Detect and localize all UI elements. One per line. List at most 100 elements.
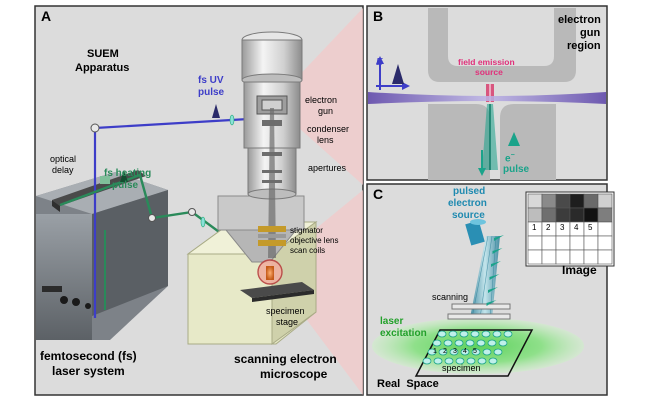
fs-uv-label-2: pulse — [198, 87, 225, 98]
image-grid-cell — [597, 235, 613, 251]
image-grid-cell — [555, 235, 571, 251]
specimen-dot — [454, 339, 464, 347]
pulse-marker — [491, 261, 501, 267]
image-grid-cell — [597, 249, 613, 265]
image-grid-cell — [569, 249, 585, 265]
pulse-marker — [492, 248, 503, 254]
laser-excitation-label-2: excitation — [380, 328, 427, 339]
sem-chamber — [186, 195, 318, 345]
panel-b-letter: B — [373, 8, 384, 24]
apparatus-title: SUEM — [87, 48, 119, 60]
specimen-dot — [471, 348, 481, 356]
scanning-plate-bottom — [447, 313, 511, 320]
specimen-dot — [437, 330, 447, 338]
electron-pulse-marker — [508, 132, 520, 146]
specimen-dot — [470, 330, 480, 338]
scanning-plate-top — [451, 303, 511, 310]
fs-heating-label-2: pulse — [112, 180, 139, 191]
image-title: Image — [562, 263, 597, 277]
gun-region-label-3: region — [567, 40, 601, 52]
fs-uv-label: fs UV — [198, 75, 224, 86]
specimen-dot — [482, 348, 492, 356]
image-grid-number: 5 — [588, 223, 593, 232]
laser-excitation-label: laser — [380, 316, 404, 327]
image-grid-cell — [583, 193, 599, 209]
image-grid-number: 3 — [560, 223, 565, 232]
specimen-dot — [438, 348, 448, 356]
specimen-dot — [503, 330, 513, 338]
apertures-label: apertures — [308, 163, 347, 173]
specimen-dot — [477, 357, 487, 365]
image-grid-cell — [541, 207, 557, 223]
image-grid-cell — [527, 249, 543, 265]
specimen-stage-label-2: stage — [276, 317, 299, 327]
specimen-dot — [444, 357, 454, 365]
specimen-dot — [498, 339, 508, 347]
specimen-label: specimen — [442, 363, 481, 373]
lower-electrode-right — [500, 104, 556, 180]
heating-beam — [59, 170, 261, 310]
specimen-grid-number: 3 — [453, 348, 457, 355]
image-grid-cell — [597, 207, 613, 223]
panel-c — [366, 183, 615, 396]
image-grid-cell — [569, 193, 585, 209]
pulse-marker — [489, 274, 500, 280]
uv-pulse-marker — [392, 64, 404, 84]
pulse-marker — [486, 300, 497, 306]
electron-column — [240, 31, 314, 302]
image-grid-cell — [583, 235, 599, 251]
laser-system-label: femtosecond (fs) — [40, 349, 137, 363]
specimen-dot — [427, 348, 437, 356]
objective-lens-label: objective lens — [290, 236, 339, 245]
optical-delay-label-2: delay — [52, 165, 74, 175]
condenser-label: condenser — [307, 124, 350, 134]
specimen-dots — [422, 330, 513, 365]
panel-c-letter: C — [373, 186, 384, 202]
image-grid-cell — [541, 249, 557, 265]
specimen-dot — [455, 357, 465, 365]
gun-region-label-2: gun — [580, 27, 601, 39]
field-emission-label: field emission — [458, 57, 515, 67]
specimen-dot — [476, 339, 486, 347]
image-grid-cell — [527, 235, 543, 251]
pulsed-source-label-3: source — [452, 210, 485, 221]
scanning-label: scanning — [432, 292, 469, 302]
image-grid-cell — [555, 249, 571, 265]
pulsed-electron-source — [465, 219, 486, 246]
pulsed-source-label: pulsed — [453, 186, 486, 197]
gun-region-label: electron — [558, 14, 601, 26]
image-grid-number: 4 — [574, 223, 579, 232]
image-grid-cell — [569, 235, 585, 251]
specimen-dot — [481, 330, 491, 338]
laser-system-label-2: laser system — [52, 364, 125, 378]
specimen-dot — [466, 357, 476, 365]
real-space-label: Real Space — [377, 378, 439, 390]
field-emission-label-2: source — [475, 67, 503, 77]
specimen-dot — [432, 339, 442, 347]
uv-beam — [90, 104, 266, 318]
image-grid-number: 2 — [546, 223, 551, 232]
specimen-dot — [487, 339, 497, 347]
upper-electrode-cavity — [448, 8, 554, 66]
specimen-grid-number: 4 — [463, 348, 467, 355]
lower-electrode-left — [428, 104, 490, 180]
scanning-electron-beam — [470, 236, 500, 318]
specimen-dot — [465, 339, 475, 347]
image-grid-cell — [555, 207, 571, 223]
specimen-grid-number: 2 — [443, 348, 447, 355]
pulse-marker — [488, 287, 498, 293]
specimen-grid-number: 5 — [473, 348, 477, 355]
panel-a-letter: A — [41, 8, 52, 24]
specimen-stage-label: specimen — [266, 306, 305, 316]
specimen-dot — [459, 330, 469, 338]
specimen-dot — [493, 348, 503, 356]
image-grid-number: 1 — [532, 223, 537, 232]
specimen-dot — [460, 348, 470, 356]
e-field-label: E — [376, 57, 383, 68]
laser-system-box — [36, 172, 168, 340]
sem-label-2: microscope — [260, 367, 328, 381]
specimen-dot — [449, 348, 459, 356]
image-grid-cell — [569, 207, 585, 223]
image-grid-cell — [583, 207, 599, 223]
